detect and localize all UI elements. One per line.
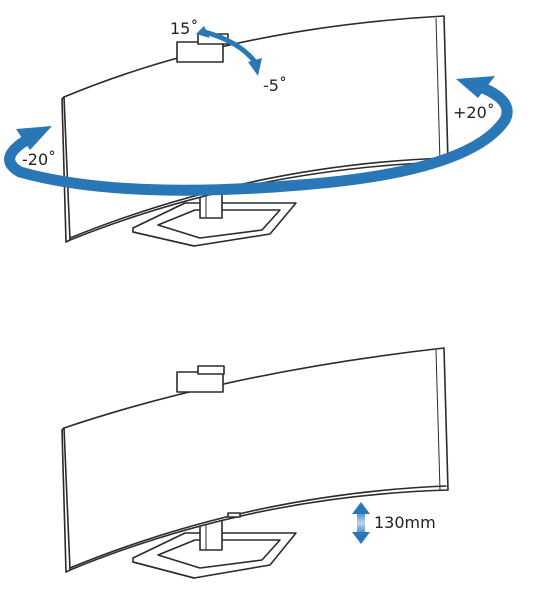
height-adjust-figure: 130mm <box>61 347 449 579</box>
tilt-down-label: -5˚ <box>263 76 287 95</box>
swivel-right-label: +20˚ <box>453 103 495 122</box>
tilt-arrow-icon <box>196 26 262 76</box>
double-vertical-arrow-icon <box>352 502 370 544</box>
height-adjust-label: 130mm <box>374 513 436 532</box>
webcam <box>176 365 225 393</box>
swivel-left-label: -20˚ <box>22 150 56 169</box>
tilt-swivel-figure: 15˚ -5˚ +20˚ -20˚ <box>4 15 513 247</box>
brand-logo <box>227 512 241 518</box>
monitor-stand-base <box>132 532 297 579</box>
curved-monitor <box>61 347 449 573</box>
swivel-arrow-icon <box>4 76 513 196</box>
curved-monitor <box>61 15 449 243</box>
tilt-up-label: 15˚ <box>170 19 198 38</box>
monitor-stand-base <box>132 202 297 247</box>
